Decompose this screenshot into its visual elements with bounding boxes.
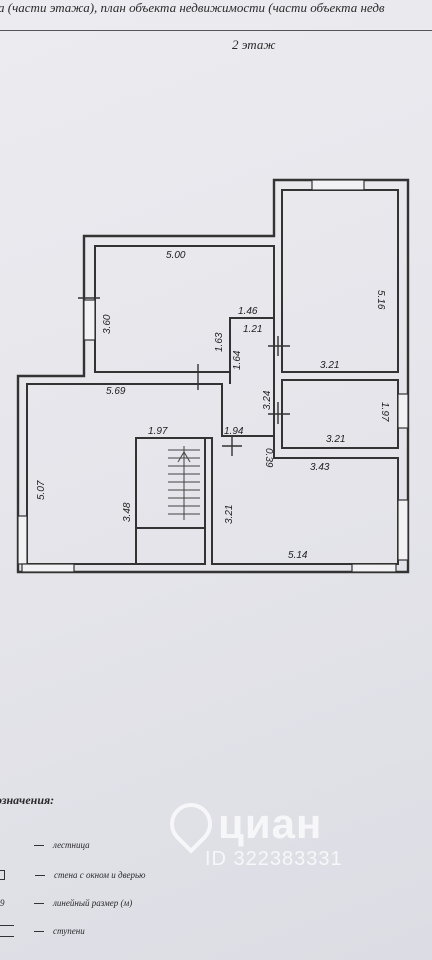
legend-item: ступени [0, 924, 85, 938]
stair-steps [168, 446, 200, 520]
dim-corridor-height-b: 1.64 [232, 350, 243, 370]
floor-title: 2 этаж [232, 37, 276, 52]
dim-top-left-room-height: 3.60 [102, 314, 113, 334]
header-rule [0, 30, 432, 31]
linear-dimension-legend-mark: 9 [0, 898, 5, 908]
steps-legend-icon [0, 925, 14, 937]
legend-item: стена с окном и дверью [0, 868, 145, 882]
dim-gap-height: 0.39 [263, 448, 274, 468]
dimension-labels: 5.00 3.60 5.16 3.21 1.46 1.21 1.63 1.64 … [36, 250, 390, 561]
legend-item: 9 линейный размер (м) [0, 898, 133, 908]
dim-small-right-room-height: 3.24 [262, 390, 273, 410]
dim-corridor-height-a: 1.63 [214, 332, 225, 352]
cian-logo-icon [161, 794, 221, 854]
cian-watermark: циан [161, 794, 323, 854]
listing-id: ID 322383331 [205, 848, 343, 870]
walls [16, 178, 410, 574]
doors [78, 297, 290, 456]
dim-top-left-room-width: 5.00 [166, 250, 186, 261]
cian-brand: циан [218, 800, 323, 847]
legend-item: лестница [0, 838, 90, 852]
windows [17, 179, 409, 573]
legend-title: означения: [0, 793, 55, 807]
dim-top-right-room-height: 5.16 [375, 290, 386, 310]
dim-bottom-right-room-width-top: 3.43 [310, 462, 330, 473]
dim-top-right-room-width: 3.21 [320, 360, 339, 371]
dim-stair-height: 3.48 [122, 502, 133, 522]
dim-left-wall-height: 5.07 [36, 480, 47, 500]
dim-bottom-right-room-width-bottom: 5.14 [288, 550, 308, 561]
dim-big-left-room-width: 5.69 [106, 386, 126, 397]
dim-corridor-top: 1.46 [238, 306, 258, 317]
document-header: а (части этажа), план объекта недвижимос… [0, 0, 385, 15]
dim-small-right-room-width: 3.21 [326, 434, 345, 445]
dim-bottom-right-room-height: 3.21 [224, 505, 235, 524]
dim-stair-width: 1.97 [148, 426, 168, 437]
dim-hall-width: 1.94 [224, 426, 244, 437]
dim-corridor-short: 1.21 [243, 324, 262, 335]
wall-window-door-legend-icon [0, 870, 5, 880]
dim-small-right-room-height-right: 1.97 [379, 402, 390, 422]
